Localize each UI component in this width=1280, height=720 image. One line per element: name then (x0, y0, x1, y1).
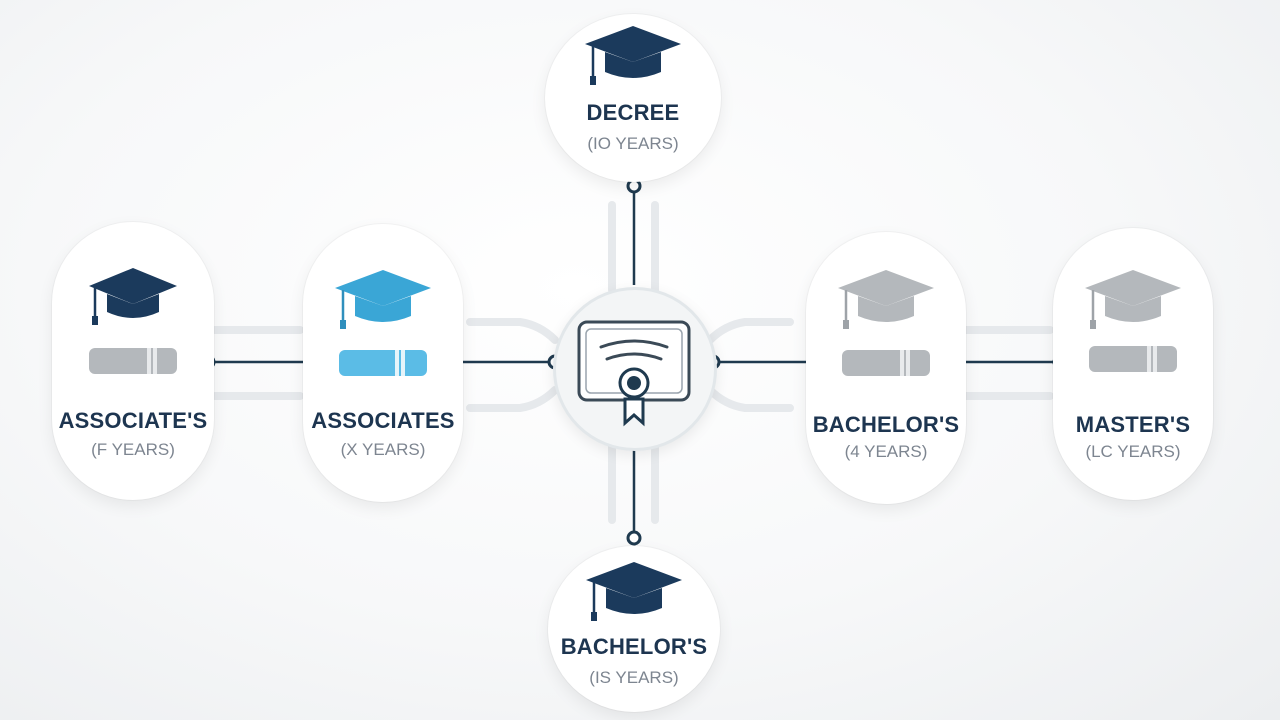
node-associates-2: ASSOCIATES (X YEARS) (303, 224, 463, 502)
diploma-scroll-icon (339, 350, 427, 376)
diploma-scroll-icon (1089, 346, 1177, 372)
center-hub (553, 287, 717, 451)
node-duration: (IO YEARS) (587, 134, 679, 153)
diploma-scroll-icon (842, 350, 930, 376)
graduation-cap-icon (585, 26, 681, 85)
certificate-seal-icon (577, 320, 691, 427)
connector-dot (626, 530, 642, 546)
node-bachelors-bottom: BACHELOR'S (IS YEARS) (548, 546, 720, 712)
node-label: DECREE (586, 100, 680, 125)
node-label: ASSOCIATES (311, 408, 455, 433)
graduation-cap-icon (586, 562, 682, 621)
node-label: MASTER'S (1075, 412, 1191, 437)
node-duration: (LC YEARS) (1085, 442, 1181, 461)
node-label: BACHELOR'S (560, 634, 708, 659)
graduation-cap-icon (89, 268, 177, 325)
diploma-scroll-icon (89, 348, 177, 374)
node-label: ASSOCIATE'S (58, 408, 208, 433)
node-duration: (4 YEARS) (844, 442, 928, 461)
graduation-cap-icon (335, 270, 431, 329)
node-duration: (F YEARS) (91, 440, 175, 459)
node-label: BACHELOR'S (812, 412, 960, 437)
node-associates-1: ASSOCIATE'S (F YEARS) (52, 222, 214, 500)
node-masters: MASTER'S (LC YEARS) (1053, 228, 1213, 500)
node-bachelors-right: BACHELOR'S (4 YEARS) (806, 232, 966, 504)
graduation-cap-icon (1085, 270, 1181, 329)
node-degree: DECREE (IO YEARS) (545, 14, 721, 182)
node-duration: (X YEARS) (340, 440, 426, 459)
node-duration: (IS YEARS) (589, 668, 679, 687)
graduation-cap-icon (838, 270, 934, 329)
